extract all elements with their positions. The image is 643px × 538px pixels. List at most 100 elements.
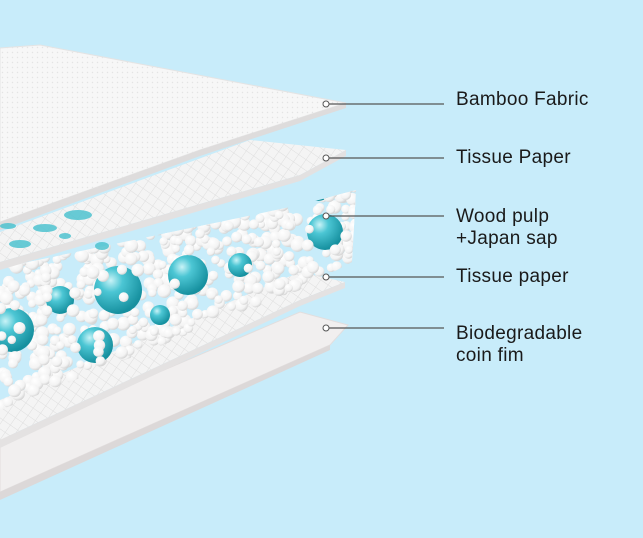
pulp-bead <box>88 308 99 319</box>
leader-dot <box>322 154 330 162</box>
sap-bead <box>150 305 170 325</box>
pulp-bead <box>349 221 356 233</box>
pulp-bead <box>331 261 342 272</box>
pulp-bead <box>70 342 81 354</box>
leader-dot <box>322 212 330 220</box>
lower-tissue-sheet <box>0 272 345 440</box>
label-tissue-paper-top: Tissue Paper <box>456 147 571 168</box>
pulp-bead <box>167 305 178 316</box>
pulp-bead <box>284 251 295 262</box>
pulp-bead <box>256 194 268 205</box>
pulp-bead <box>0 331 7 341</box>
pulp-bead <box>119 335 133 348</box>
pulp-bead <box>51 356 63 367</box>
pulp-bead <box>352 157 365 170</box>
pulp-bead <box>42 292 53 303</box>
pulp-bead <box>288 265 299 276</box>
pulp-bead <box>324 190 335 194</box>
pulp-bead <box>239 207 249 217</box>
pulp-bead <box>152 269 164 280</box>
pulp-bead <box>239 210 251 221</box>
pulp-bead <box>35 314 48 326</box>
pulp-bead <box>124 252 138 266</box>
pulp-bead <box>223 221 234 232</box>
pulp-bead <box>227 302 236 311</box>
pulp-bead <box>261 199 275 212</box>
pulp-bead <box>290 238 305 252</box>
pulp-bead <box>69 287 81 299</box>
sap-bead <box>307 214 343 250</box>
pulp-bead <box>208 270 219 281</box>
pulp-bead <box>192 308 203 320</box>
pulp-bead <box>348 206 356 220</box>
pulp-bead <box>207 237 221 251</box>
pulp-bead <box>343 173 354 184</box>
pulp-bead <box>344 165 357 178</box>
pulp-bead <box>158 260 167 269</box>
pulp-bead <box>163 328 174 339</box>
pulp-bead <box>62 322 76 336</box>
pulp-bead <box>0 344 8 356</box>
pulp-bead <box>319 170 330 181</box>
pulp-bead <box>210 218 222 230</box>
pulp-bead <box>18 284 31 297</box>
pulp-bead <box>329 164 342 177</box>
pulp-bead <box>274 193 288 208</box>
pulp-bead <box>0 302 6 315</box>
pulp-bead <box>326 190 339 192</box>
pulp-bead <box>226 204 236 214</box>
pulp-bead <box>142 262 156 276</box>
pulp-bead <box>206 305 220 319</box>
pulp-bead <box>271 239 281 249</box>
pulp-bead <box>8 384 22 398</box>
pulp-bead <box>284 283 293 293</box>
pulp-bead <box>41 305 53 317</box>
pulp-bead <box>171 223 184 236</box>
pulp-bead <box>185 235 196 247</box>
pulp-bead <box>36 334 49 346</box>
label-biodegradable-film: Biodegradable coin fim <box>456 323 583 366</box>
pulp-bead <box>8 358 19 369</box>
pulp-bead <box>294 191 304 200</box>
pulp-bead <box>310 190 322 194</box>
pulp-bead <box>7 280 20 293</box>
pulp-bead <box>250 296 262 308</box>
pulp-bead <box>128 325 137 335</box>
leader-dot <box>322 324 330 332</box>
pulp-bead <box>0 291 14 305</box>
pulp-bead <box>211 255 220 265</box>
pulp-bead <box>255 260 266 271</box>
lower-tissue-edge <box>0 282 345 448</box>
pulp-bead <box>206 247 216 256</box>
pulp-bead <box>169 313 182 326</box>
pulp-bead <box>312 205 323 215</box>
sap-bead <box>168 255 208 295</box>
pulp-bead <box>239 295 249 305</box>
pulp-bead <box>174 237 183 246</box>
pulp-bead <box>49 375 62 388</box>
pulp-bead <box>267 190 278 201</box>
pulp-bead <box>39 373 51 385</box>
pulp-bead <box>41 272 51 283</box>
pulp-bead <box>310 191 319 201</box>
pulp-bead <box>86 265 100 279</box>
pulp-bead <box>277 228 291 242</box>
pulp-bead <box>341 160 350 169</box>
pulp-bead <box>204 212 217 225</box>
pulp-bead <box>27 384 40 397</box>
pulp-bead <box>83 361 93 370</box>
pulp-bead <box>242 200 256 214</box>
pulp-bead <box>285 221 295 231</box>
pulp-bead <box>320 190 334 197</box>
pulp-bead <box>183 244 195 256</box>
pulp-bead <box>340 190 352 200</box>
pulp-bead <box>243 282 255 294</box>
pulp-bead <box>248 219 259 230</box>
film-sheet <box>0 311 349 493</box>
leader-dot <box>322 100 330 108</box>
pulp-bead <box>354 177 364 187</box>
pulp-bead <box>340 190 354 195</box>
pulp-bead <box>329 244 341 256</box>
